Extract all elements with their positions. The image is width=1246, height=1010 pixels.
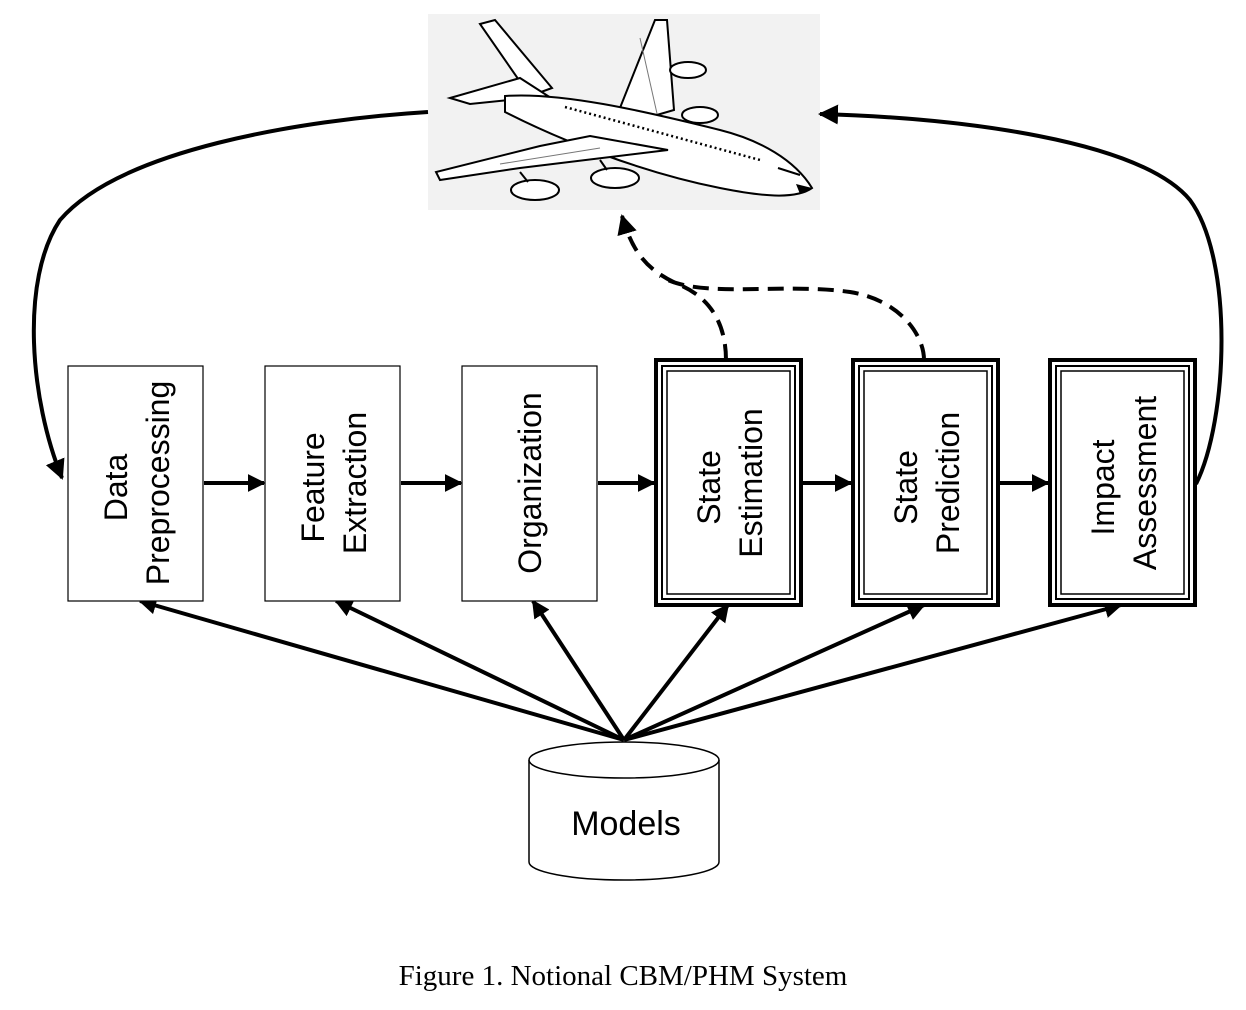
box-feature-extraction: Feature Extraction [264,365,401,602]
models-arrow-organization [531,599,626,742]
box-label-line: State [691,450,727,525]
models-arrow-prediction [623,603,926,742]
box-state-estimation: State Estimation [654,358,803,607]
box-label-line: Feature [295,432,331,542]
box-label-line: Data [98,453,134,521]
models-arrow-impact [623,600,1123,742]
box-label-line: Organization [512,392,548,573]
models-arrow-feature [334,599,625,742]
svg-text:State Estimation: State Estimation [691,408,769,557]
box-state-prediction: State Prediction [851,358,1000,607]
models-arrow-estimation [622,603,730,742]
box-organization: Organization [461,365,598,602]
figure-caption: Figure 1. Notional CBM/PHM System [398,960,848,992]
box-data-preprocessing: Data Preprocessing [67,365,204,602]
box-impact-assessment: Impact Assessment [1048,358,1197,607]
box-label-line: Preprocessing [140,381,176,586]
models-database: Models [528,741,720,881]
svg-text:Feature Extraction: Feature Extraction [295,412,373,554]
dashed-arrow-estimation-to-airplane [617,214,728,361]
svg-text:Data Preprocessing: Data Preprocessing [98,381,176,586]
svg-text:Organization: Organization [512,392,548,573]
box-label-line: State [888,450,924,525]
feedback-arrow-to-airplane [818,104,1224,485]
box-label-line: Prediction [930,412,966,554]
box-label-line: Estimation [733,408,769,557]
box-label-line: Extraction [337,412,373,554]
svg-text:Impact Assessment: Impact Assessment [1085,396,1163,570]
models-arrow-preprocessing [138,596,625,742]
dashed-arrow-prediction-to-airplane [658,274,926,361]
airplane-icon [428,14,820,210]
feedback-arrow-to-preprocessing [31,110,429,480]
models-label: Models [571,805,681,843]
box-label-line: Impact [1085,439,1121,535]
box-label-line: Assessment [1127,396,1163,570]
svg-text:State Prediction: State Prediction [888,412,966,554]
